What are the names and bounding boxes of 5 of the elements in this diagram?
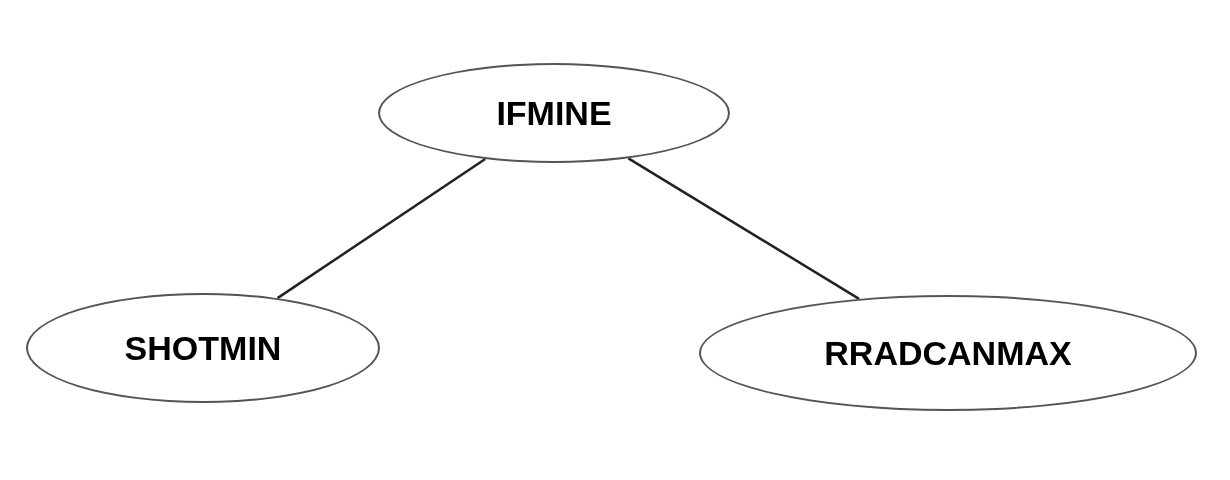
connector-line xyxy=(276,158,486,300)
node-label: IFMINE xyxy=(496,92,612,134)
node-label: SHOTMIN xyxy=(124,327,282,369)
node-label: RRADCANMAX xyxy=(824,332,1072,374)
connector-line xyxy=(627,157,860,300)
